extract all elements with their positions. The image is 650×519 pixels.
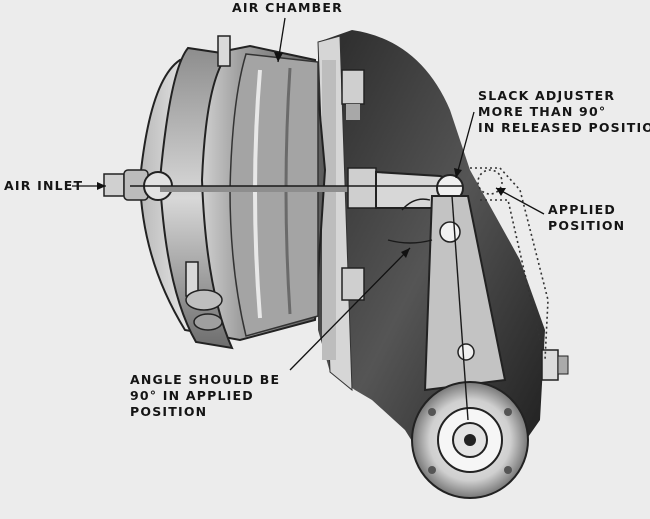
leader-arrowheads bbox=[97, 52, 506, 258]
label-angle-note: ANGLE SHOULD BE 90° IN APPLIED POSITION bbox=[130, 372, 280, 420]
label-air-inlet: AIR INLET bbox=[4, 178, 83, 194]
label-applied-position-line-2: POSITION bbox=[548, 218, 626, 233]
slack-adjuster-arm bbox=[423, 195, 507, 392]
label-air-chamber: AIR CHAMBER bbox=[232, 0, 343, 16]
label-slack-adjuster-line-2: MORE THAN 90° bbox=[478, 104, 607, 119]
label-angle-note-line-3: POSITION bbox=[130, 404, 208, 419]
label-slack-adjuster: SLACK ADJUSTER MORE THAN 90° IN RELEASED… bbox=[478, 88, 650, 136]
reference-lines bbox=[130, 185, 469, 421]
label-applied-position-line-1: APPLIED bbox=[548, 202, 616, 217]
applied-position-outline bbox=[470, 167, 549, 361]
adjusting-screw bbox=[541, 349, 569, 381]
label-air-chamber-text: AIR CHAMBER bbox=[232, 0, 343, 15]
label-air-inlet-text: AIR INLET bbox=[4, 178, 84, 193]
air-inlet-fitting bbox=[103, 169, 173, 201]
mounting-studs bbox=[185, 35, 231, 331]
spline-hub bbox=[411, 381, 529, 499]
bracket-nuts bbox=[341, 69, 365, 301]
label-applied-position: APPLIED POSITION bbox=[548, 202, 625, 234]
label-angle-note-line-2: 90° IN APPLIED bbox=[130, 388, 254, 403]
label-angle-note-line-1: ANGLE SHOULD BE bbox=[130, 372, 281, 387]
label-slack-adjuster-line-1: SLACK ADJUSTER bbox=[478, 88, 616, 103]
label-slack-adjuster-line-3: IN RELEASED POSITION bbox=[478, 120, 650, 135]
